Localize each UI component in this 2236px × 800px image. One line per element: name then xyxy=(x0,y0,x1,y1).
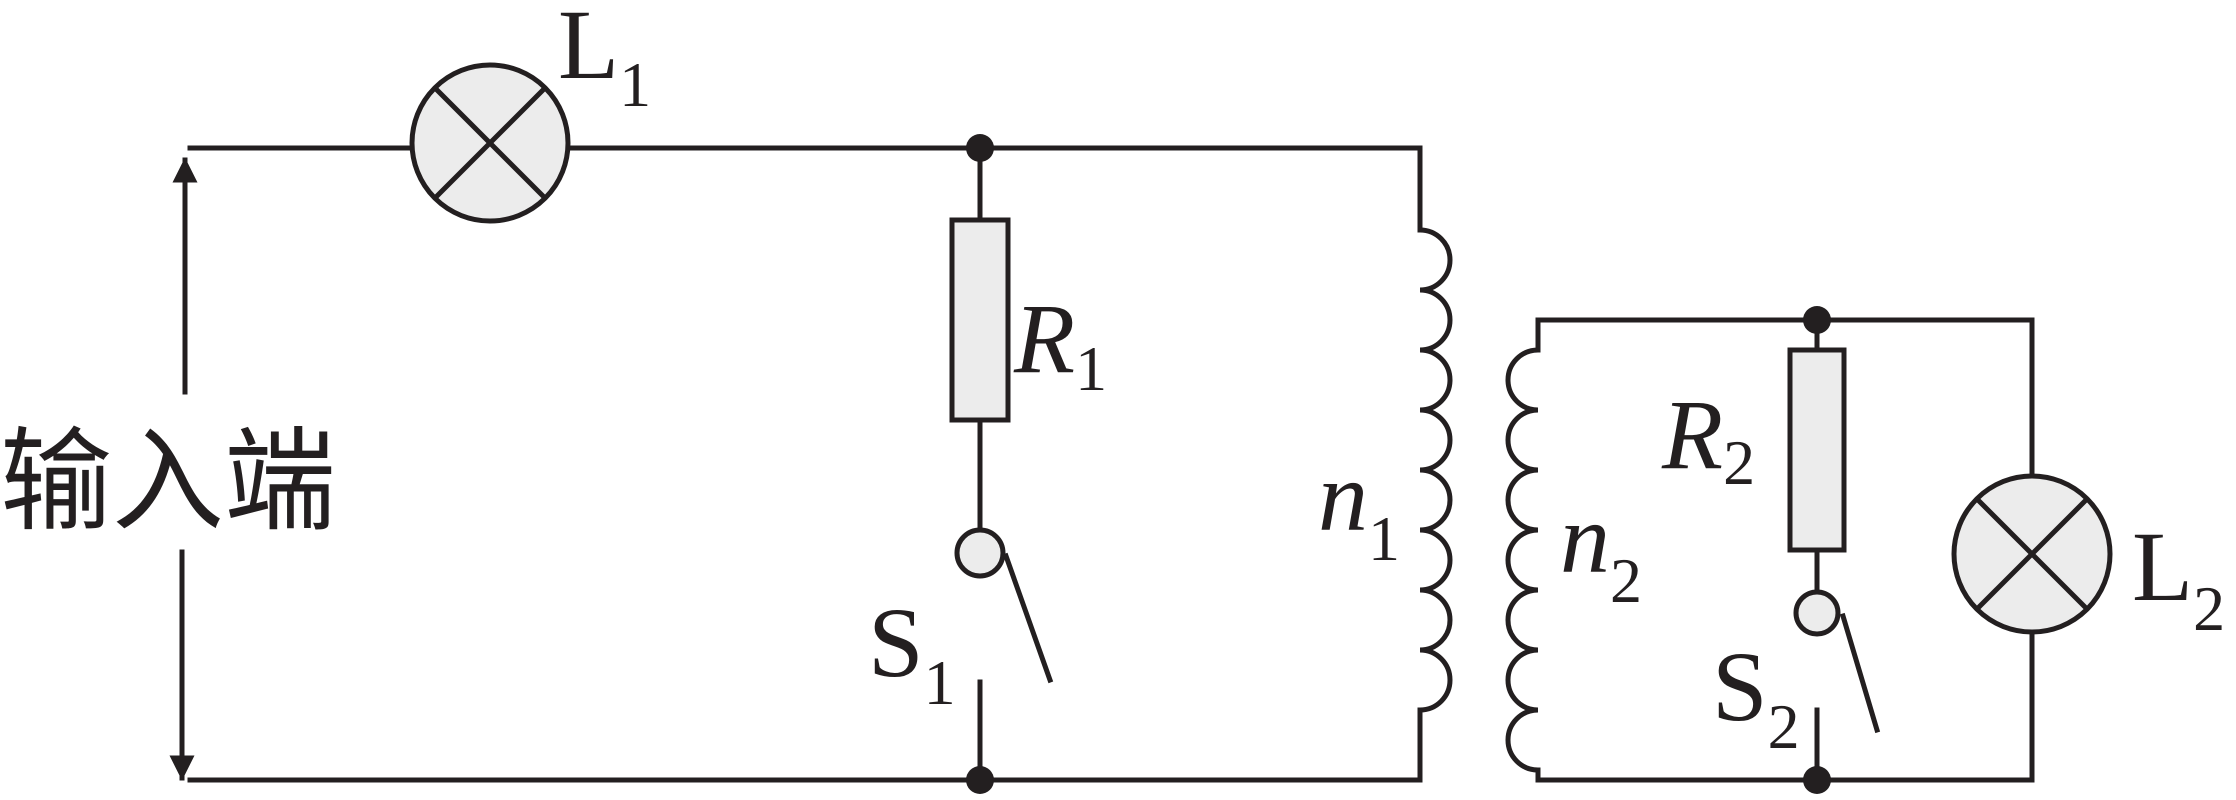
lamp-l1 xyxy=(409,62,571,224)
coil-n2 xyxy=(1505,347,1541,773)
junction-dot-bottom xyxy=(966,766,994,794)
primary-circuit xyxy=(187,62,1453,794)
resistor-r2 xyxy=(1787,347,1847,553)
resistor-r1 xyxy=(949,217,1011,423)
lamp-l2 xyxy=(1951,473,2113,635)
switch-s2-contact xyxy=(1793,589,1841,637)
label-s1: S1 xyxy=(868,587,956,718)
label-n1: n1 xyxy=(1318,441,1400,574)
label-l1: L1 xyxy=(558,0,651,120)
junction-dot-top xyxy=(966,134,994,162)
label-l2: L2 xyxy=(2132,511,2225,644)
secondary-circuit xyxy=(1505,306,2113,794)
input-terminal-label: 输入端 xyxy=(0,421,336,545)
junction-dot-sec-bottom xyxy=(1803,766,1831,794)
switch-s2-lever xyxy=(1839,612,1881,734)
label-n2: n2 xyxy=(1560,483,1642,616)
label-r2: R2 xyxy=(1661,379,1755,498)
coil-n1 xyxy=(1417,227,1453,713)
switch-s1-lever xyxy=(1002,552,1054,684)
junction-dot-sec-top xyxy=(1803,306,1831,334)
label-r1: R1 xyxy=(1013,283,1107,404)
switch-s1-contact xyxy=(954,527,1006,579)
label-s2: S2 xyxy=(1712,631,1800,762)
